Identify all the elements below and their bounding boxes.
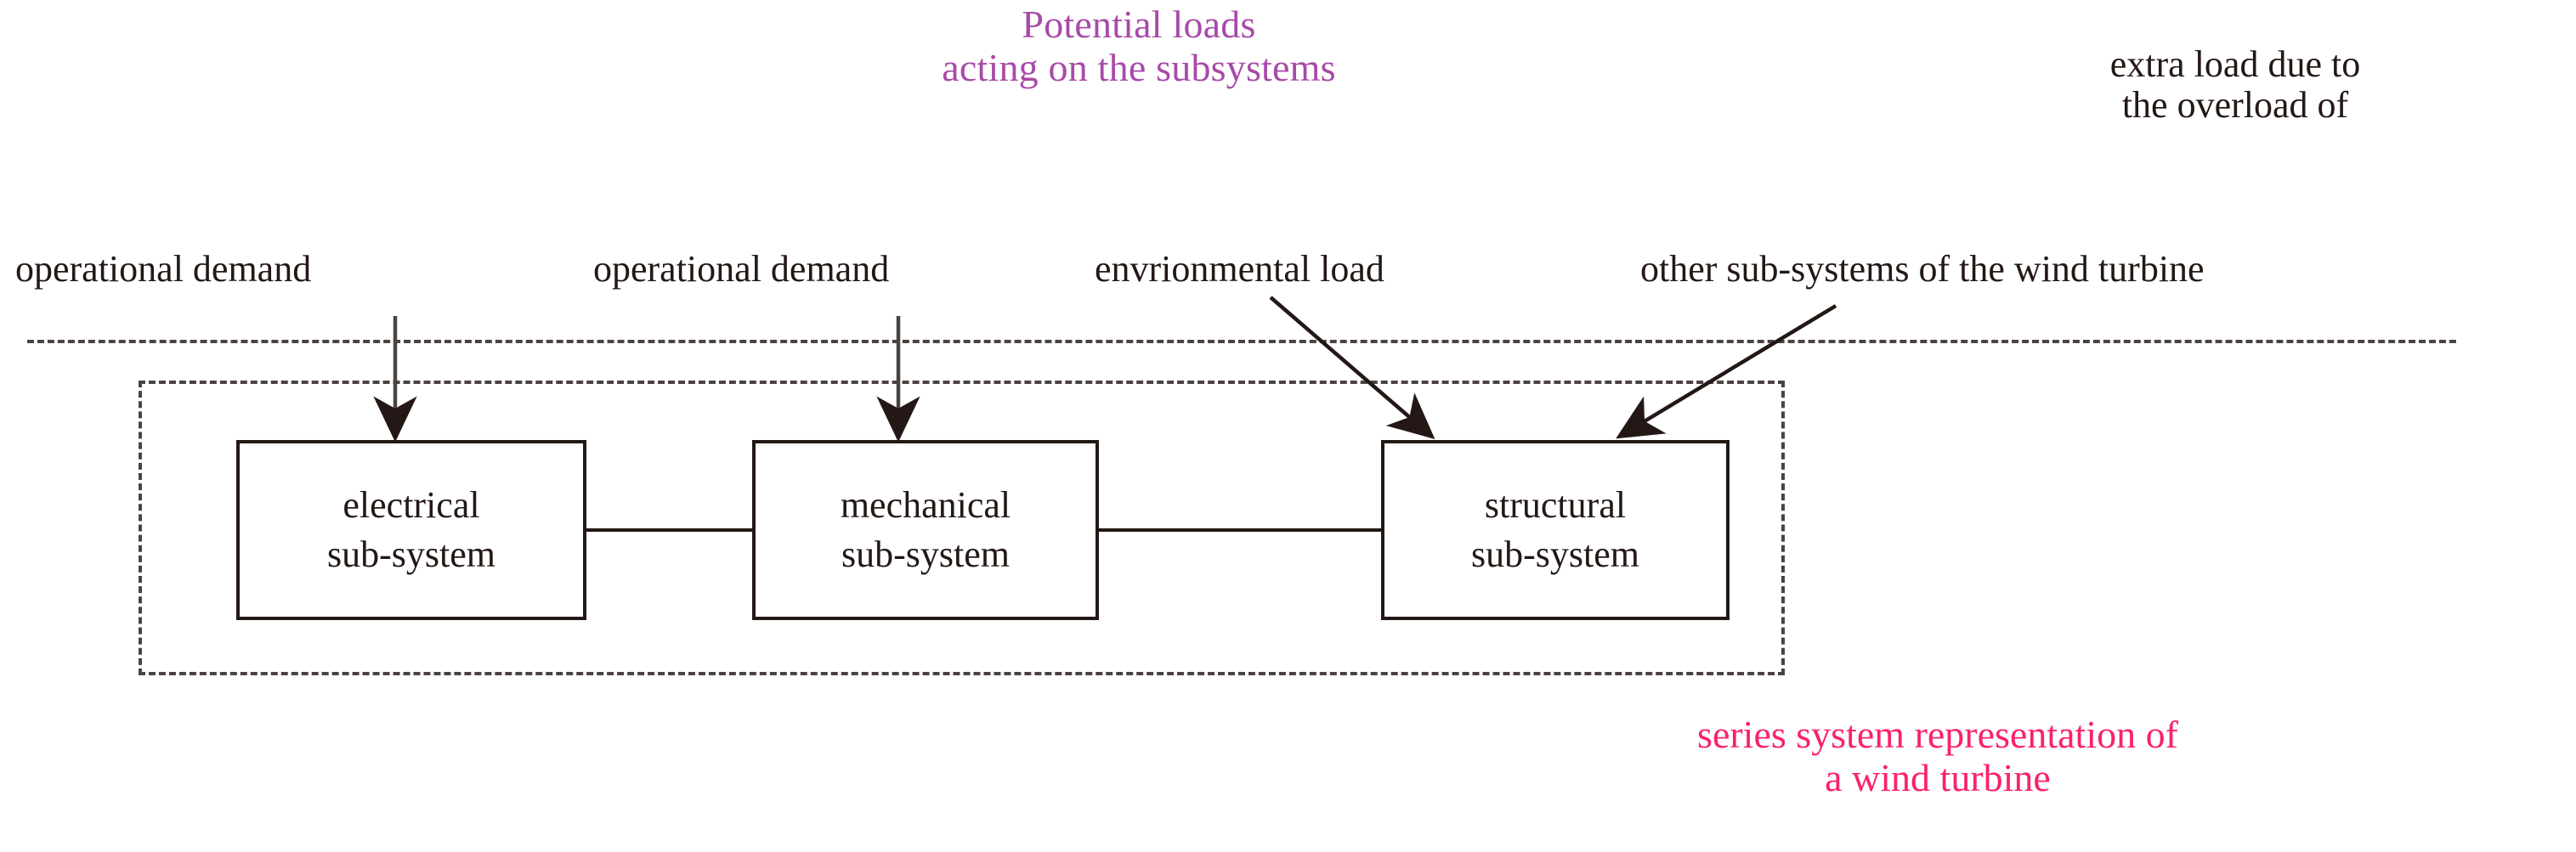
series-system-caption: series system representation of a wind t… (1521, 713, 2354, 799)
potential-loads-title: Potential loads acting on the subsystems (884, 3, 1394, 89)
node-structural-line-2: sub-system (1471, 533, 1639, 575)
label-operational-demand-electrical: operational demand (15, 248, 312, 290)
node-structural-sub-system[interactable]: structural sub-system (1381, 440, 1730, 620)
node-mechanical-sub-system[interactable]: mechanical sub-system (752, 440, 1099, 620)
caption-line-1: series system representation of (1697, 713, 2178, 756)
node-electrical-sub-system[interactable]: electrical sub-system (236, 440, 586, 620)
extra-load-annotation: extra load due to the overload of (1895, 43, 2575, 127)
label-operational-demand-mechanical: operational demand (593, 248, 890, 290)
node-structural-line-1: structural (1484, 483, 1627, 526)
node-electrical-line-1: electrical (343, 483, 480, 526)
series-system-container (139, 381, 1785, 675)
potential-loads-line-1: Potential loads (1022, 3, 1256, 46)
potential-loads-line-2: acting on the subsystems (942, 45, 1336, 89)
label-environmental-load: envrionmental load (1095, 248, 1384, 290)
node-mechanical-line-2: sub-system (841, 533, 1010, 575)
node-mechanical-line-1: mechanical (840, 483, 1011, 526)
connector-electrical-mechanical (586, 528, 754, 532)
extra-load-line-3: other sub-systems of the wind turbine (1640, 248, 2205, 290)
connector-mechanical-structural (1097, 528, 1383, 532)
extra-load-line-1: extra load due to (2109, 43, 2361, 85)
extra-load-line-2: the overload of (2121, 84, 2349, 127)
node-electrical-line-2: sub-system (327, 533, 495, 575)
caption-line-2: a wind turbine (1825, 755, 2051, 799)
load-boundary-divider (27, 340, 2456, 343)
